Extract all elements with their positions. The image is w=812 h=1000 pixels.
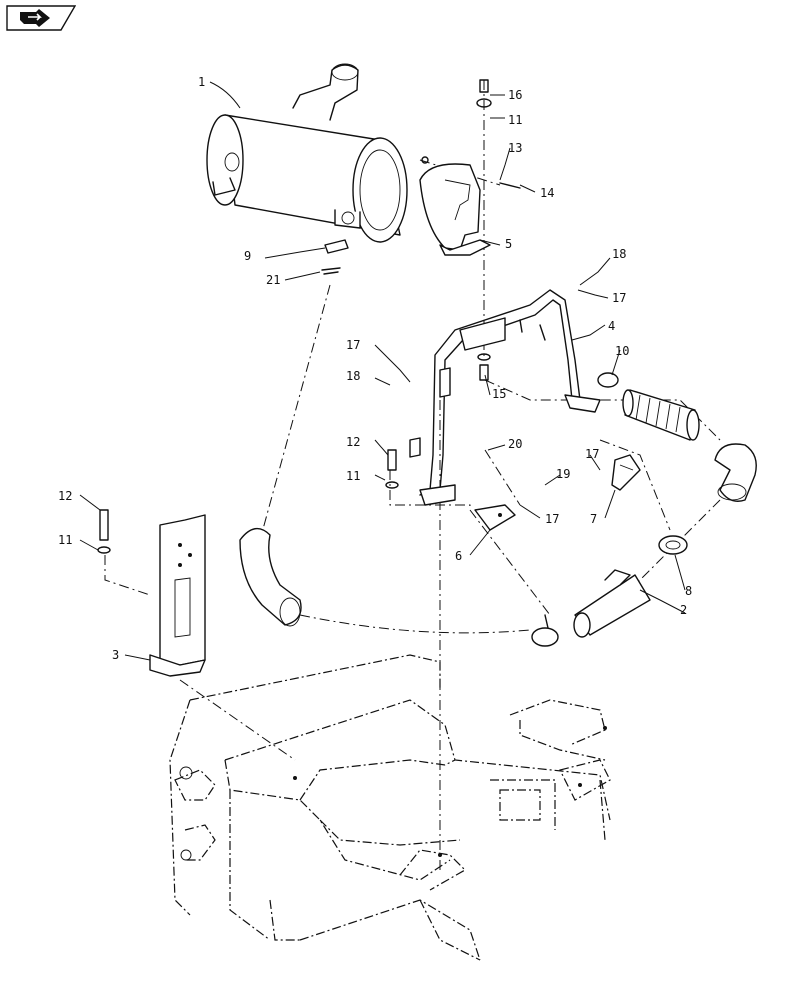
callout-12: 12 xyxy=(346,435,360,449)
exhaust-pipe-part[interactable] xyxy=(573,569,651,638)
callout-leaders xyxy=(79,81,686,661)
callout-13: 13 xyxy=(508,141,522,155)
callout-18: 18 xyxy=(612,247,626,261)
bolt xyxy=(499,182,521,189)
washer xyxy=(477,353,491,361)
arrow-right-icon xyxy=(20,9,50,27)
callout-11: 11 xyxy=(346,469,360,483)
callout-3: 3 xyxy=(112,648,119,662)
callout-20: 20 xyxy=(508,437,522,451)
bolt xyxy=(479,364,489,381)
callout-12: 12 xyxy=(58,489,72,503)
support-post-part[interactable] xyxy=(149,514,206,677)
pipe-clamp-part[interactable] xyxy=(531,614,559,647)
callout-17: 17 xyxy=(612,291,626,305)
bracket-part[interactable] xyxy=(611,454,641,491)
bolt xyxy=(387,449,397,471)
callout-6: 6 xyxy=(455,549,462,563)
bolt xyxy=(99,509,109,541)
support-frame-part[interactable] xyxy=(409,289,601,506)
callout-14: 14 xyxy=(540,186,554,200)
callout-15: 15 xyxy=(492,387,506,401)
nav-badge-button[interactable] xyxy=(6,5,76,31)
callout-17: 17 xyxy=(585,447,599,461)
muffler-part[interactable] xyxy=(206,63,408,243)
gasket-part[interactable] xyxy=(321,267,341,275)
callout-4: 4 xyxy=(608,319,615,333)
callout-19: 19 xyxy=(556,467,570,481)
bolt xyxy=(479,79,489,93)
hose-clamp-part[interactable] xyxy=(597,372,619,388)
callout-21: 21 xyxy=(266,273,280,287)
flex-hose-part[interactable] xyxy=(622,389,700,441)
callout-8: 8 xyxy=(685,584,692,598)
callout-11: 11 xyxy=(58,533,72,547)
washer xyxy=(385,481,399,489)
callout-1: 1 xyxy=(198,75,205,89)
seal-ring-part[interactable] xyxy=(658,535,688,555)
nut xyxy=(421,156,429,164)
clamp-part[interactable] xyxy=(324,239,349,254)
washer xyxy=(97,546,111,554)
callout-17: 17 xyxy=(545,512,559,526)
flange-bracket-part[interactable] xyxy=(419,163,491,256)
callout-17: 17 xyxy=(346,338,360,352)
callout-2: 2 xyxy=(680,603,687,617)
callout-10: 10 xyxy=(615,344,629,358)
intake-hose-part[interactable] xyxy=(239,527,302,627)
callout-7: 7 xyxy=(590,512,597,526)
callout-9: 9 xyxy=(244,249,251,263)
callout-18: 18 xyxy=(346,369,360,383)
callout-5: 5 xyxy=(505,237,512,251)
chassis-frame xyxy=(169,654,611,961)
callout-11: 11 xyxy=(508,113,522,127)
callout-16: 16 xyxy=(508,88,522,102)
elbow-part[interactable] xyxy=(714,443,757,502)
washer xyxy=(476,98,492,108)
mount-bracket-part[interactable] xyxy=(474,504,516,531)
